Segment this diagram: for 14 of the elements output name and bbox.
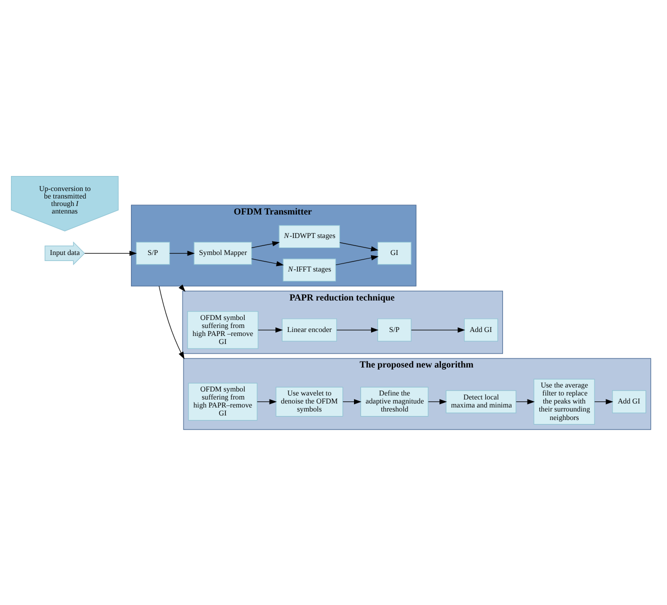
arrow — [84, 250, 137, 256]
arrow — [251, 241, 280, 248]
arrow — [428, 399, 447, 404]
arrow — [411, 327, 466, 333]
arrow — [258, 327, 283, 333]
arrow — [251, 258, 284, 266]
arrow — [342, 399, 362, 404]
arrow — [336, 255, 379, 266]
arrow — [256, 399, 277, 404]
arrow — [169, 250, 195, 256]
arrow — [516, 399, 535, 404]
arrow — [336, 327, 378, 333]
arrow — [594, 399, 614, 404]
arrow — [339, 242, 378, 252]
